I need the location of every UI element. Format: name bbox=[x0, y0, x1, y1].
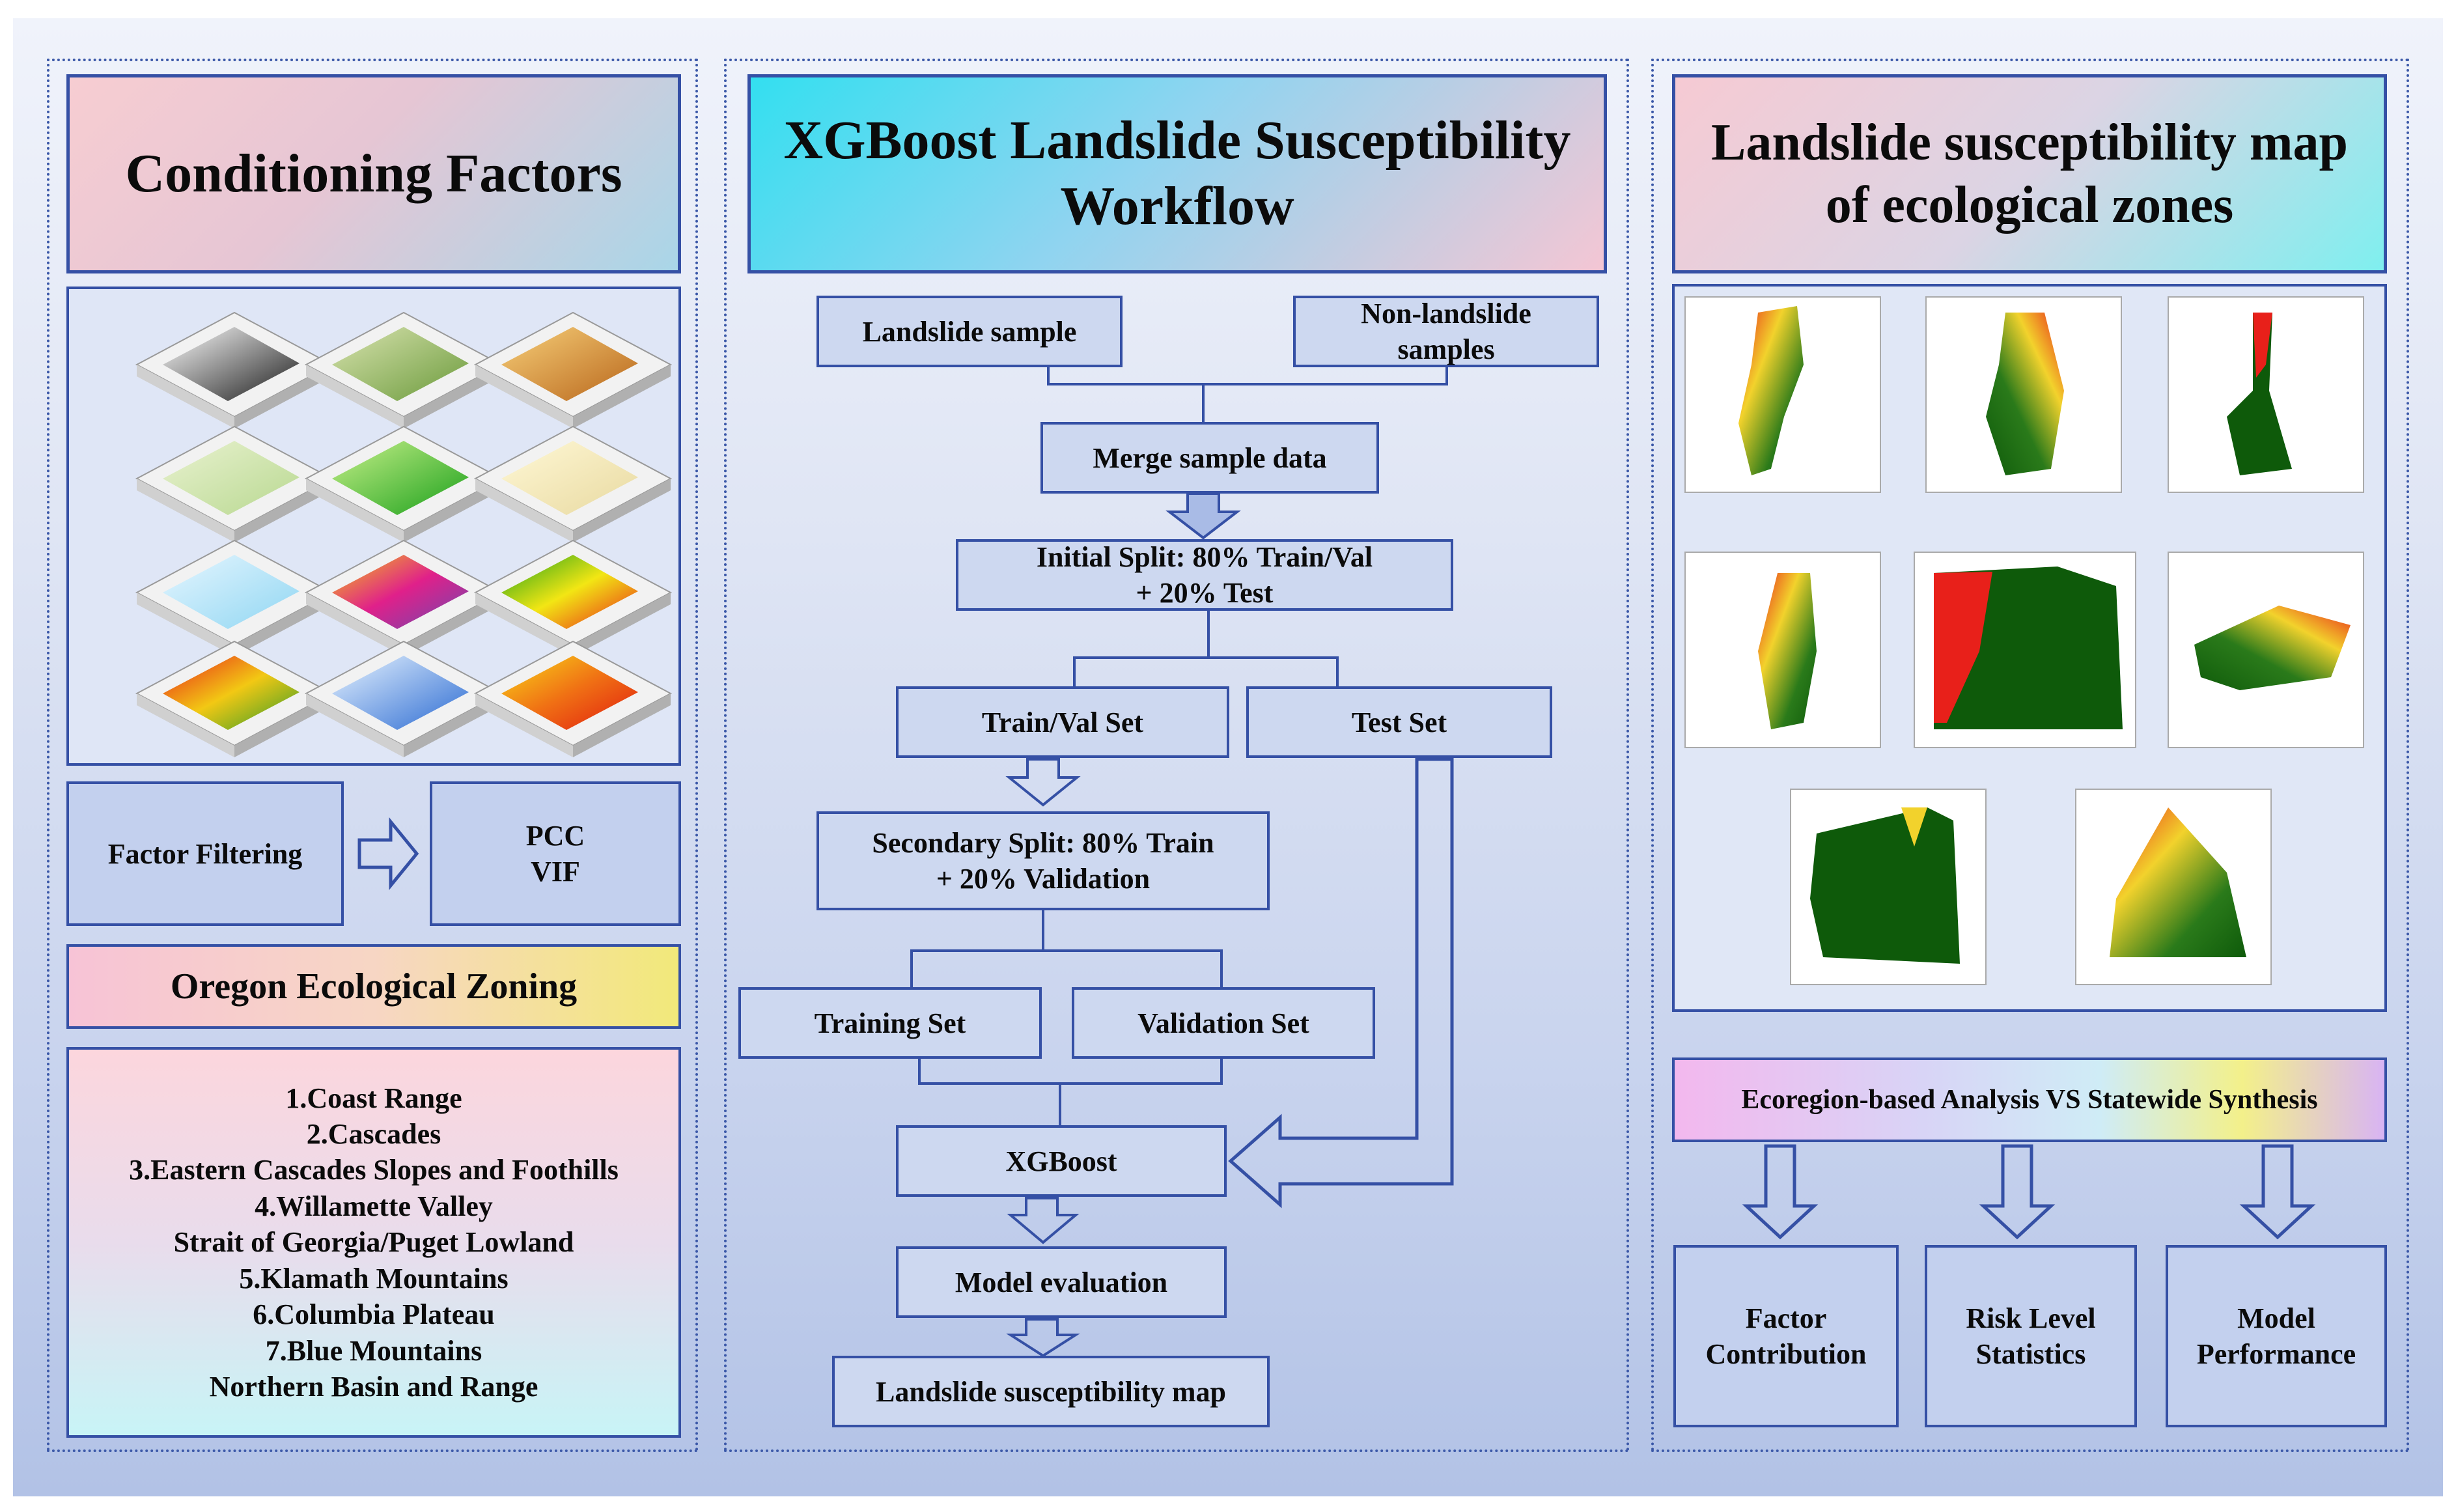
validation-set-box: Validation Set bbox=[1072, 987, 1375, 1059]
non-landslide-samples-box: Non-landslide samples bbox=[1293, 296, 1599, 367]
vif-label: VIF bbox=[531, 856, 580, 888]
zone-item: 2.Cascades bbox=[306, 1117, 441, 1150]
train-val-set-box: Train/Val Set bbox=[896, 686, 1229, 758]
ecozone-map-thumbnails bbox=[1684, 296, 2364, 985]
filter-arrow bbox=[357, 817, 419, 891]
model-performance-box: Model Performance bbox=[2166, 1245, 2387, 1427]
test-to-xgboost-arrow bbox=[1228, 757, 1454, 1209]
zone-item: 5.Klamath Mountains bbox=[239, 1262, 509, 1295]
workflow-header: XGBoost Landslide Susceptibility Workflo… bbox=[747, 74, 1607, 273]
pcc-vif-box: PCC VIF bbox=[430, 781, 681, 926]
workflow-arrows bbox=[1005, 492, 1241, 1358]
landslide-sample-box: Landslide sample bbox=[816, 296, 1123, 367]
secondary-split-box: Secondary Split: 80% Train + 20% Validat… bbox=[816, 811, 1270, 910]
training-set-box: Training Set bbox=[738, 987, 1042, 1059]
zone-item: 6.Columbia Plateau bbox=[253, 1298, 495, 1331]
risk-level-statistics-box: Risk Level Statistics bbox=[1925, 1245, 2137, 1427]
oregon-zoning-header: Oregon Ecological Zoning bbox=[66, 944, 681, 1029]
middle-panel bbox=[724, 59, 1629, 1452]
conditioning-factors-header: Conditioning Factors bbox=[66, 74, 681, 273]
susceptibility-map-box: Landslide susceptibility map bbox=[832, 1356, 1270, 1427]
factor-filtering-box: Factor Filtering bbox=[66, 781, 344, 926]
workflow-connectors bbox=[910, 367, 1448, 1125]
zone-item: 1.Coast Range bbox=[285, 1082, 462, 1114]
factor-map-thumbnails bbox=[135, 311, 673, 757]
merge-sample-data-box: Merge sample data bbox=[1040, 422, 1379, 494]
factor-contribution-box: Factor Contribution bbox=[1673, 1245, 1899, 1427]
zone-item: 7.Blue Mountains bbox=[265, 1334, 482, 1367]
zone-item: Northern Basin and Range bbox=[209, 1371, 538, 1403]
analysis-title-box: Ecoregion-based Analysis VS Statewide Sy… bbox=[1672, 1057, 2387, 1142]
xgboost-box: XGBoost bbox=[896, 1125, 1227, 1197]
model-evaluation-box: Model evaluation bbox=[896, 1246, 1227, 1318]
right-panel bbox=[1651, 59, 2409, 1452]
zone-item: 4.Willamette Valley bbox=[255, 1190, 493, 1222]
test-set-box: Test Set bbox=[1246, 686, 1552, 758]
zone-item: Strait of Georgia/Puget Lowland bbox=[173, 1226, 574, 1259]
left-panel bbox=[47, 59, 698, 1452]
zone-item: 3.Eastern Cascades Slopes and Foothills bbox=[129, 1154, 619, 1186]
initial-split-box: Initial Split: 80% Train/Val + 20% Test bbox=[956, 539, 1453, 611]
conditioning-factors-title: Conditioning Factors bbox=[125, 143, 622, 204]
output-arrows bbox=[1742, 1144, 2316, 1240]
zone-list-box: 1.Coast Range 2.Cascades 3.Eastern Casca… bbox=[66, 1047, 681, 1438]
susceptibility-map-header: Landslide susceptibility map of ecologic… bbox=[1672, 74, 2387, 273]
pcc-label: PCC bbox=[525, 820, 585, 852]
